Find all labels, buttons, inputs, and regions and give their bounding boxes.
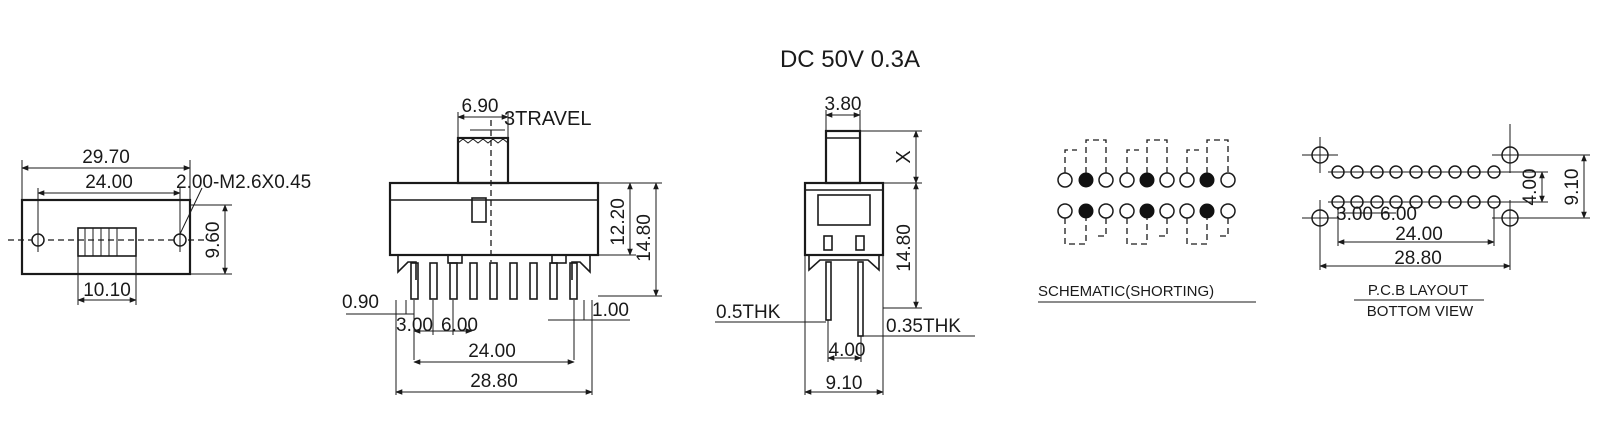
pcb-dim-pitch: 3.00 xyxy=(1336,204,1373,225)
front-pins xyxy=(410,262,578,300)
side-pin-left xyxy=(825,261,832,321)
side-thk-left: 0.5THK xyxy=(716,302,781,323)
schematic-pole-1 xyxy=(1057,139,1114,245)
side-dim-knob: 3.80 xyxy=(825,94,862,115)
front-knob xyxy=(456,136,510,185)
front-dim-pin-gap: 1.00 xyxy=(592,300,629,321)
top-dim-mount: 2.00-M2.6X0.45 xyxy=(176,172,311,193)
schematic-pole-2 xyxy=(1119,139,1175,245)
pcb-dim-holes: 24.00 xyxy=(1395,224,1443,245)
side-dim-x: X xyxy=(893,150,915,163)
front-dim-holes: 24.00 xyxy=(468,341,516,362)
pcb-layout: 4.00 9.10 3.00 6.00 24.00 28.80 P.C.B LA… xyxy=(1302,124,1590,320)
side-thk-right: 0.35THK xyxy=(886,316,961,337)
top-dim-overall: 29.70 xyxy=(82,147,130,168)
side-dim-width: 9.10 xyxy=(826,373,863,394)
side-view: 3.80 X 14.80 0.5THK 0.35THK 4.00 9.10 xyxy=(715,94,975,395)
pcb-dim-row: 4.00 xyxy=(1520,169,1541,206)
drawing-title: DC 50V 0.3A xyxy=(780,46,920,73)
front-dim-pitch: 3.00 xyxy=(396,315,433,336)
front-travel: 3TRAVEL xyxy=(504,108,591,130)
front-dim-body-height: 12.20 xyxy=(608,198,629,246)
top-dim-height: 9.60 xyxy=(203,222,224,259)
slide-actuator xyxy=(77,227,137,257)
side-dim-total-height: 14.80 xyxy=(894,224,915,272)
front-dim-total-height: 14.80 xyxy=(634,214,655,262)
pcb-dim-pitch2: 6.00 xyxy=(1380,204,1417,225)
side-pin-right xyxy=(857,261,864,337)
front-view: 6.90 3TRAVEL 12.20 14.80 0.90 1.00 3.00 … xyxy=(342,96,662,395)
front-dim-overall: 28.80 xyxy=(470,371,518,392)
front-dim-pin-width: 0.90 xyxy=(342,292,379,313)
front-dim-pitch2: 6.00 xyxy=(441,315,478,336)
schematic-pole-3 xyxy=(1179,139,1236,245)
schematic: SCHEMATIC(SHORTING) xyxy=(1038,139,1256,303)
top-view: 29.70 24.00 2.00-M2.6X0.45 9.60 10.10 xyxy=(8,147,311,305)
pcb-dim-width: 9.10 xyxy=(1562,169,1583,206)
pcb-sublabel: BOTTOM VIEW xyxy=(1367,303,1474,320)
front-dim-knob: 6.90 xyxy=(462,96,499,117)
side-dim-pin: 4.00 xyxy=(829,340,866,361)
schematic-label: SCHEMATIC(SHORTING) xyxy=(1038,283,1214,300)
pcb-dim-overall: 28.80 xyxy=(1394,248,1442,269)
top-dim-holes: 24.00 xyxy=(85,172,133,193)
top-dim-slot: 10.10 xyxy=(83,280,131,301)
pcb-label: P.C.B LAYOUT xyxy=(1368,282,1468,299)
